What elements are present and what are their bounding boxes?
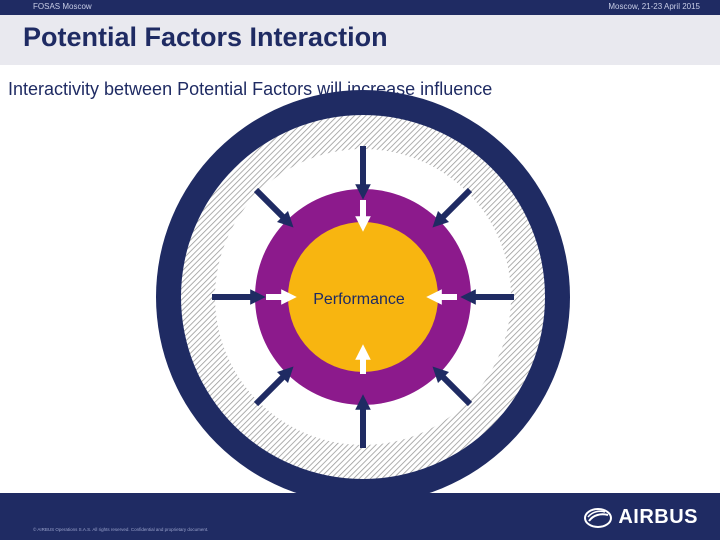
arrow-bottom-right bbox=[432, 366, 473, 407]
outer-arrows bbox=[212, 146, 514, 448]
event-date: Moscow, 21-23 April 2015 bbox=[608, 2, 700, 11]
arrow-top-right bbox=[432, 187, 473, 228]
footer: © AIRBUS Operations S.A.S. All rights re… bbox=[0, 493, 720, 540]
performance-core bbox=[288, 222, 438, 372]
header-bar: FOSAS Moscow Moscow, 21-23 April 2015 bbox=[0, 0, 720, 15]
arrow-bottom-left bbox=[253, 366, 294, 407]
brand-name: AIRBUS bbox=[618, 506, 698, 528]
copyright: © AIRBUS Operations S.A.S. All rights re… bbox=[33, 527, 209, 532]
arrow-top-left bbox=[253, 187, 294, 228]
title-band bbox=[0, 15, 720, 65]
page-title: Potential Factors Interaction bbox=[23, 22, 388, 52]
airbus-logo: AIRBUS bbox=[583, 506, 698, 529]
airbus-mark-icon bbox=[584, 507, 613, 528]
event-label: FOSAS Moscow bbox=[33, 2, 92, 11]
center-label: Performance bbox=[313, 291, 405, 308]
inner-arrows bbox=[266, 200, 457, 374]
